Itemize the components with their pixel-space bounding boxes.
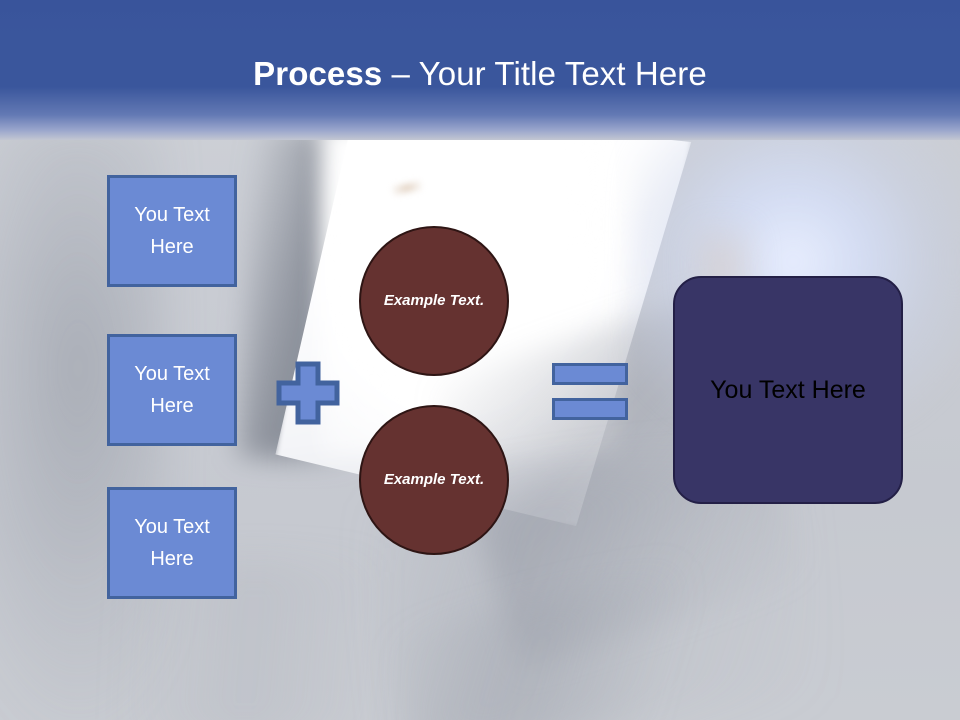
page-title-rest: – Your Title Text Here [382, 55, 707, 92]
input-box-3[interactable]: You Text Here [107, 487, 237, 599]
title-band [0, 0, 960, 140]
input-box-1[interactable]: You Text Here [107, 175, 237, 287]
page-title: Process – Your Title Text Here [0, 52, 960, 96]
plus-icon[interactable] [276, 361, 340, 425]
equals-icon-bar-top [552, 363, 628, 385]
input-box-2[interactable]: You Text Here [107, 334, 237, 446]
input-box-2-label: You Text Here [134, 363, 210, 417]
process-circle-2-label: Example Text. [383, 471, 485, 488]
equals-icon[interactable] [552, 363, 628, 420]
input-box-1-label: You Text Here [134, 204, 210, 258]
input-box-3-label: You Text Here [134, 516, 210, 570]
result-box-label: You Text Here [710, 376, 866, 404]
process-circle-1-label: Example Text. [383, 292, 485, 309]
equals-icon-bar-bottom [552, 398, 628, 420]
process-circle-2[interactable]: Example Text. [359, 405, 509, 555]
page-title-emphasis: Process [253, 55, 383, 92]
process-circle-1[interactable]: Example Text. [359, 226, 509, 376]
result-box[interactable]: You Text Here [673, 276, 903, 504]
